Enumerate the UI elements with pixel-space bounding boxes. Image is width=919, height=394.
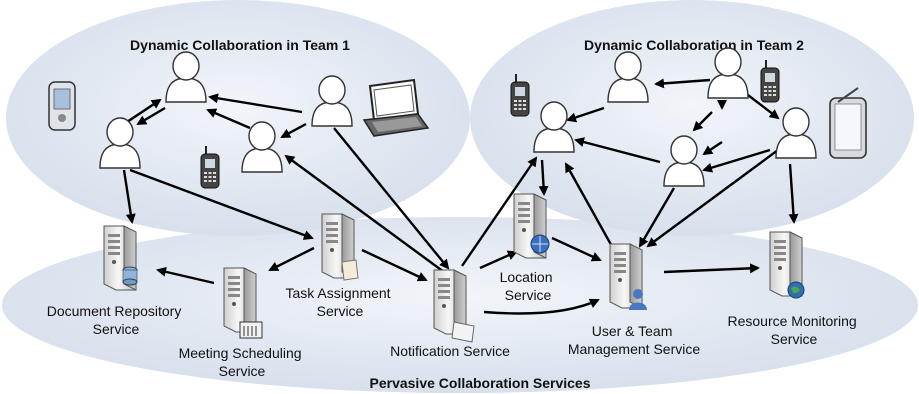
user-team-management-server — [609, 243, 647, 310]
arrow — [646, 149, 779, 248]
arrow — [654, 78, 711, 89]
location-server — [513, 193, 550, 259]
arrow — [333, 127, 450, 270]
arrow — [268, 246, 315, 272]
arrow — [788, 163, 799, 224]
resource-monitoring-server — [769, 231, 805, 299]
meeting-scheduling-server — [223, 267, 263, 339]
arrow — [702, 148, 771, 173]
arrow — [743, 91, 780, 120]
team2-region — [470, 0, 914, 236]
task-assignment-server — [321, 213, 359, 281]
document-repository-server — [103, 225, 138, 291]
arrow — [692, 111, 713, 132]
arrow — [663, 263, 760, 274]
calendar-icon — [239, 321, 263, 339]
arrow — [479, 250, 518, 270]
arrow — [206, 108, 251, 130]
arrow — [361, 248, 428, 282]
arrow — [136, 106, 166, 126]
arrow — [702, 141, 723, 156]
document-icon — [341, 259, 359, 281]
arrow — [208, 93, 303, 114]
notification-server — [433, 269, 475, 343]
user-icon — [629, 289, 647, 310]
arrow — [574, 137, 661, 164]
meeting-scheduling-label: Meeting Scheduling Service — [179, 345, 306, 379]
pda-icon — [48, 81, 76, 131]
arrow — [551, 236, 602, 262]
team1-title: Dynamic Collaboration in Team 1 — [130, 37, 350, 53]
arrow — [638, 187, 676, 248]
document-repository-label: Document Repository Service — [47, 303, 186, 337]
team2-title: Dynamic Collaboration in Team 2 — [584, 37, 804, 53]
tablet-icon — [829, 87, 867, 159]
envelope-icon — [451, 321, 475, 343]
arrow — [280, 122, 307, 139]
location-label: Location Service — [500, 269, 557, 303]
arrow — [483, 298, 600, 315]
arrow — [122, 169, 136, 224]
arrow — [284, 154, 445, 273]
user-team-management-label: User & Team Management Service — [568, 323, 701, 357]
task-assignment-label: Task Assignment Service — [286, 285, 395, 319]
arrow — [156, 266, 215, 285]
laptop-icon — [362, 78, 430, 137]
services-title: Pervasive Collaboration Services — [370, 375, 591, 391]
arrow — [461, 156, 538, 267]
notification-label: Notification Service — [390, 343, 510, 359]
arrow — [129, 168, 314, 240]
arrow — [538, 159, 549, 196]
arrow — [566, 106, 605, 123]
team1-region — [6, 0, 470, 236]
resource-monitoring-label: Resource Monitoring Service — [727, 313, 860, 347]
arrow — [564, 162, 616, 251]
